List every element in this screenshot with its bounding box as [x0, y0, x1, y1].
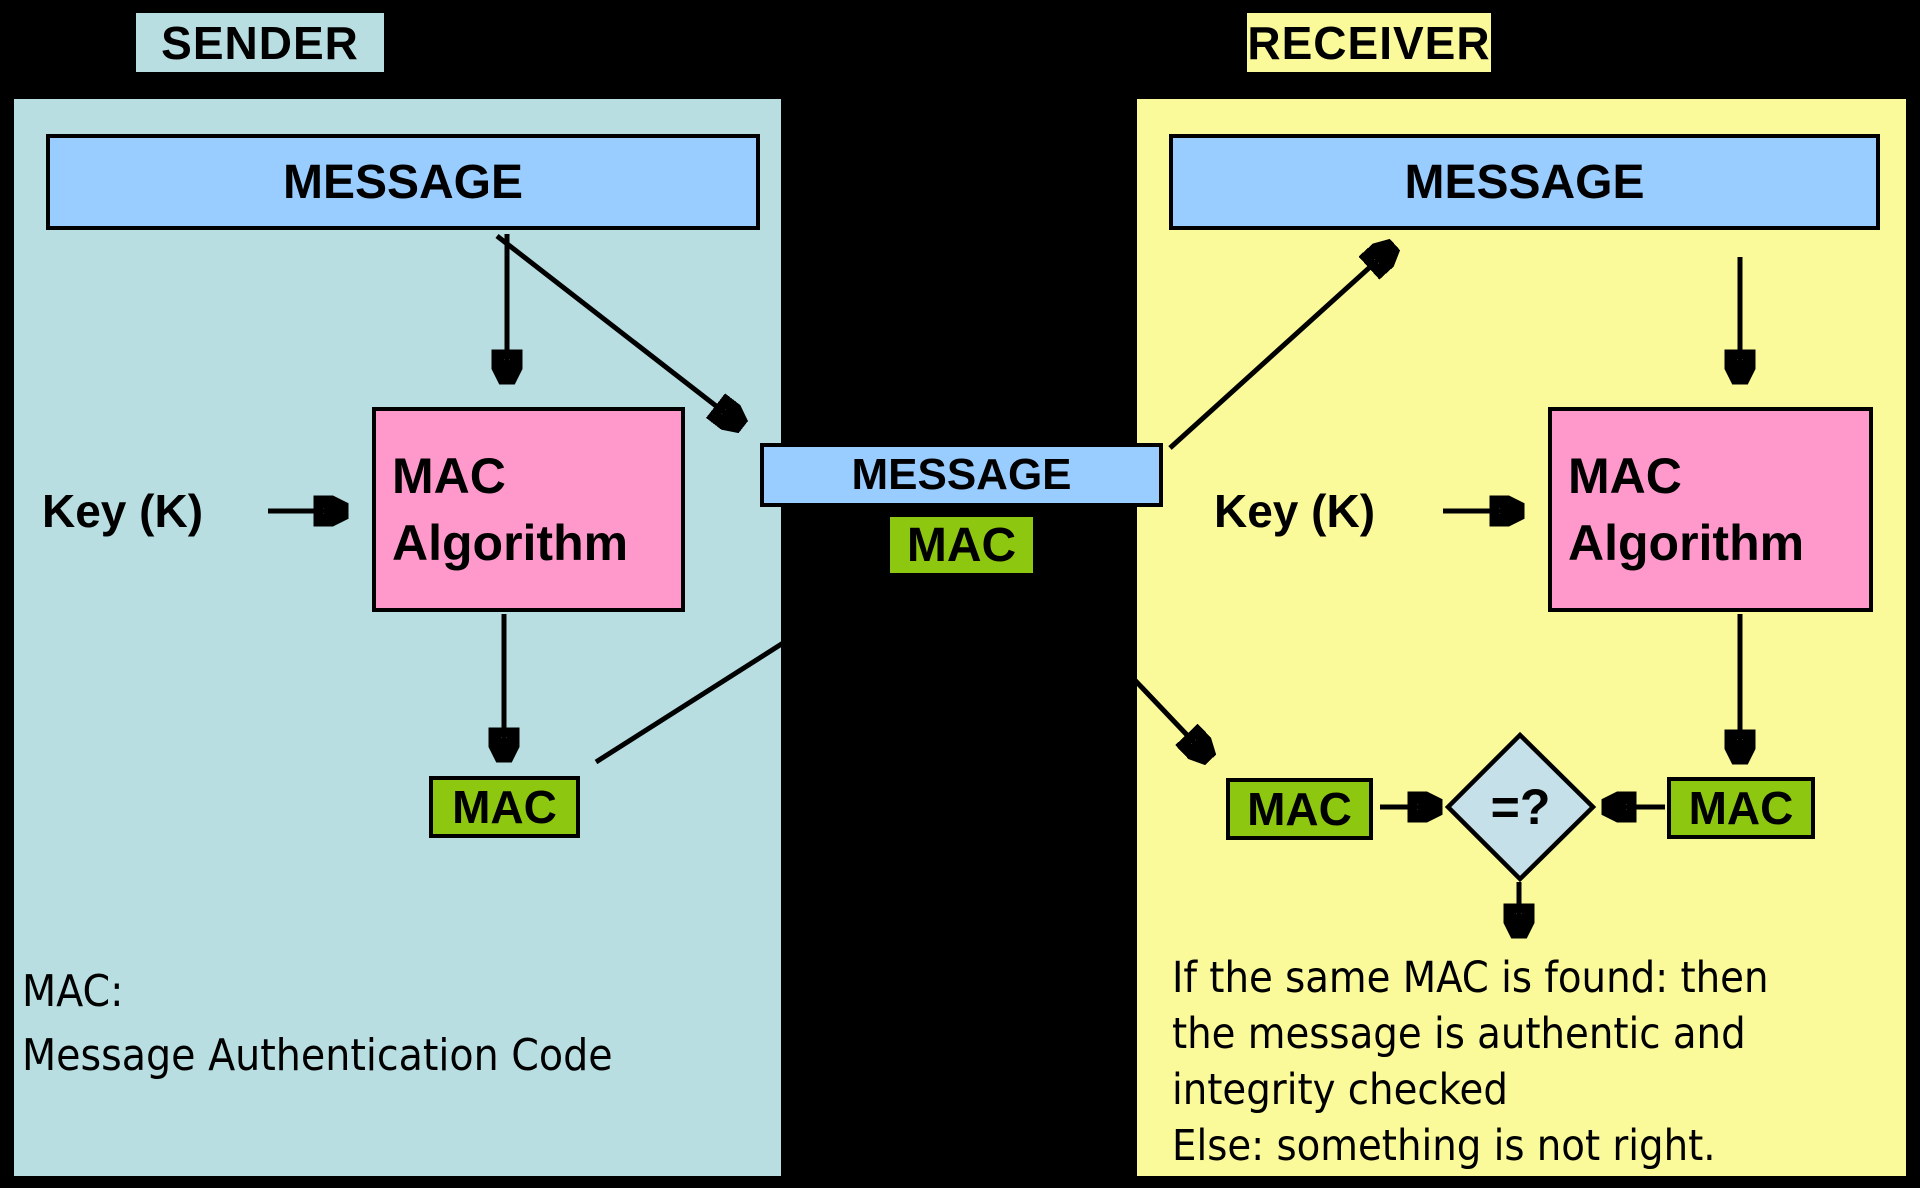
- receiver-title: RECEIVER: [1243, 9, 1495, 76]
- sender-mac-box: MAC: [429, 776, 580, 838]
- receiver-algo-line2: Algorithm: [1568, 514, 1805, 571]
- sender-title: SENDER: [132, 9, 388, 76]
- receiver-message-box: MESSAGE: [1169, 134, 1880, 230]
- compare-label: =?: [1490, 779, 1551, 835]
- receiver-mac-computed-box: MAC: [1667, 777, 1815, 839]
- receiver-mac-received-box: MAC: [1226, 778, 1373, 840]
- receiver-mac-algorithm-box: MAC Algorithm: [1548, 407, 1873, 612]
- channel-message-box: MESSAGE: [760, 443, 1163, 507]
- comparison-result-text: If the same MAC is found: then the messa…: [1172, 953, 1769, 1171]
- sender-message-box: MESSAGE: [46, 134, 760, 230]
- receiver-key-label: Key (K): [1214, 485, 1376, 537]
- channel-mac-box: MAC: [890, 517, 1033, 573]
- sender-key-label: Key (K): [42, 485, 204, 537]
- receiver-algo-line1: MAC: [1568, 447, 1682, 504]
- sender-mac-algorithm-box: MAC Algorithm: [372, 407, 685, 612]
- sender-algo-line1: MAC: [392, 447, 506, 504]
- mac-definition-note: MAC: Message Authentication Code: [22, 966, 613, 1081]
- sender-algo-line2: Algorithm: [392, 514, 629, 571]
